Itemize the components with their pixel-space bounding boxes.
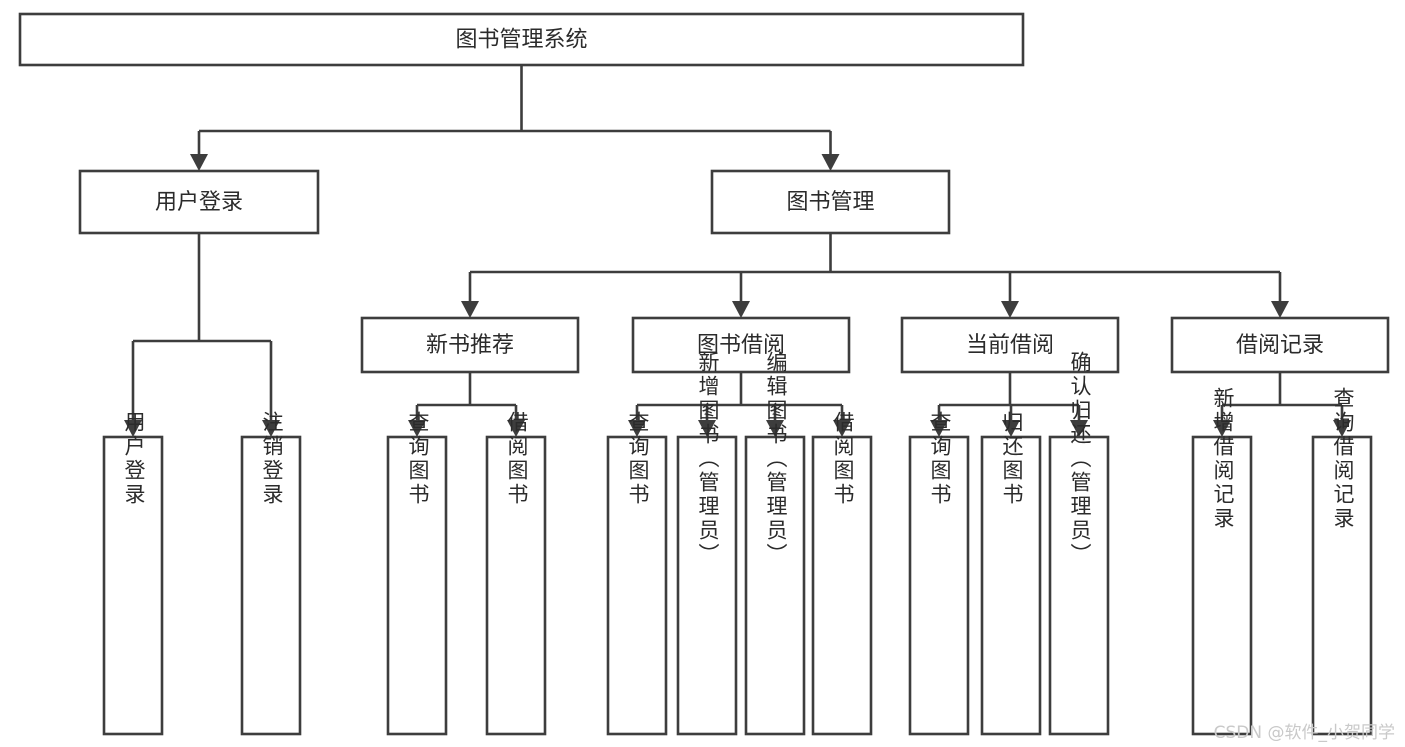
- node-label-cb-return-book: 归还图书: [1000, 411, 1024, 507]
- book-borrow-arrow-3: [833, 420, 851, 437]
- node-label-new-book-recommend: 新书推荐: [426, 333, 514, 358]
- user-login-arrow-0: [124, 420, 142, 437]
- current-borrow-arrow-0: [930, 420, 948, 437]
- node-label-br-query-record: 查询借阅记录: [1331, 387, 1355, 531]
- current-borrow-arrow-2: [1070, 420, 1088, 437]
- book-borrow-arrow-2: [766, 420, 784, 437]
- node-br-add-record[interactable]: 新增借阅记录: [1191, 387, 1253, 736]
- node-user-logout[interactable]: 注销登录: [240, 411, 302, 736]
- current-borrow-arrow-1: [1002, 420, 1020, 437]
- node-bb-add-book[interactable]: 新增图书（管理员）: [676, 351, 738, 736]
- node-box-bb-add-book: [676, 435, 738, 736]
- node-box-nbr-borrow-book: [485, 435, 547, 736]
- node-label-book-manage: 图书管理: [786, 190, 874, 215]
- node-root[interactable]: 图书管理系统: [18, 12, 1025, 67]
- node-box-user-login: [78, 169, 320, 235]
- node-box-nbr-query-book: [386, 435, 448, 736]
- node-box-borrow-record: [1170, 316, 1390, 374]
- node-layer: 图书管理系统用户登录图书管理新书推荐图书借阅当前借阅借阅记录用户登录注销登录查询…: [18, 12, 1390, 736]
- borrow-record-arrow-1: [1333, 420, 1351, 437]
- node-label-user-login: 用户登录: [155, 190, 243, 215]
- user-login-arrow-1: [262, 420, 280, 437]
- node-user-login[interactable]: 用户登录: [78, 169, 320, 235]
- node-new-book-recommend[interactable]: 新书推荐: [360, 316, 580, 374]
- node-label-bb-add-book: 新增图书（管理员）: [696, 351, 720, 567]
- book-manage-arrow-2: [1001, 301, 1019, 318]
- book-manage-arrow-3: [1271, 301, 1289, 318]
- node-box-new-book-recommend: [360, 316, 580, 374]
- node-label-user-login-do: 用户登录: [122, 411, 146, 507]
- node-label-cb-query-book: 查询图书: [928, 411, 952, 507]
- node-box-bb-query-book: [606, 435, 668, 736]
- node-label-current-borrow: 当前借阅: [966, 333, 1054, 358]
- node-label-bb-borrow-book: 借阅图书: [831, 411, 855, 507]
- node-borrow-record[interactable]: 借阅记录: [1170, 316, 1390, 374]
- node-box-root: [18, 12, 1025, 67]
- node-box-book-borrow: [631, 316, 851, 374]
- node-cb-return-book[interactable]: 归还图书: [980, 411, 1042, 736]
- node-box-current-borrow: [900, 316, 1120, 374]
- book-manage-arrow-0: [461, 301, 479, 318]
- book-borrow-arrow-0: [628, 420, 646, 437]
- node-bb-borrow-book[interactable]: 借阅图书: [811, 411, 873, 736]
- node-cb-query-book[interactable]: 查询图书: [908, 411, 970, 736]
- node-cb-confirm-return[interactable]: 确认归还（管理员）: [1048, 351, 1110, 736]
- node-box-bb-borrow-book: [811, 435, 873, 736]
- borrow-record-arrow-0: [1213, 420, 1231, 437]
- root-arrow-1: [821, 154, 840, 171]
- node-label-cb-confirm-return: 确认归还（管理员）: [1068, 351, 1092, 567]
- node-box-cb-query-book: [908, 435, 970, 736]
- node-label-nbr-borrow-book: 借阅图书: [505, 411, 529, 507]
- node-label-bb-edit-book: 编辑图书（管理员）: [764, 351, 788, 567]
- root-arrow-0: [190, 154, 208, 171]
- node-box-cb-return-book: [980, 435, 1042, 736]
- node-label-root: 图书管理系统: [455, 28, 587, 53]
- node-current-borrow[interactable]: 当前借阅: [900, 316, 1120, 374]
- book-manage-arrow-1: [732, 301, 750, 318]
- node-box-user-logout: [240, 435, 302, 736]
- node-box-br-query-record: [1311, 435, 1373, 736]
- node-label-bb-query-book: 查询图书: [626, 411, 650, 507]
- node-box-user-login-do: [102, 435, 164, 736]
- node-box-book-manage: [710, 169, 951, 235]
- node-bb-edit-book[interactable]: 编辑图书（管理员）: [744, 351, 806, 736]
- node-bb-query-book[interactable]: 查询图书: [606, 411, 668, 736]
- node-nbr-query-book[interactable]: 查询图书: [386, 411, 448, 736]
- new-book-recommend-arrow-0: [408, 420, 426, 437]
- node-br-query-record[interactable]: 查询借阅记录: [1311, 387, 1373, 736]
- node-label-user-logout: 注销登录: [260, 411, 284, 507]
- node-label-borrow-record: 借阅记录: [1236, 333, 1324, 358]
- node-label-book-borrow: 图书借阅: [697, 333, 785, 358]
- connector-layer: [124, 65, 1351, 437]
- node-box-bb-edit-book: [744, 435, 806, 736]
- node-nbr-borrow-book[interactable]: 借阅图书: [485, 411, 547, 736]
- new-book-recommend-arrow-1: [507, 420, 525, 437]
- node-book-borrow[interactable]: 图书借阅: [631, 316, 851, 374]
- node-user-login-do[interactable]: 用户登录: [102, 411, 164, 736]
- node-box-br-add-record: [1191, 435, 1253, 736]
- node-box-cb-confirm-return: [1048, 435, 1110, 736]
- node-book-manage[interactable]: 图书管理: [710, 169, 951, 235]
- node-label-br-add-record: 新增借阅记录: [1211, 387, 1235, 531]
- node-label-nbr-query-book: 查询图书: [406, 411, 430, 507]
- book-borrow-arrow-1: [698, 420, 716, 437]
